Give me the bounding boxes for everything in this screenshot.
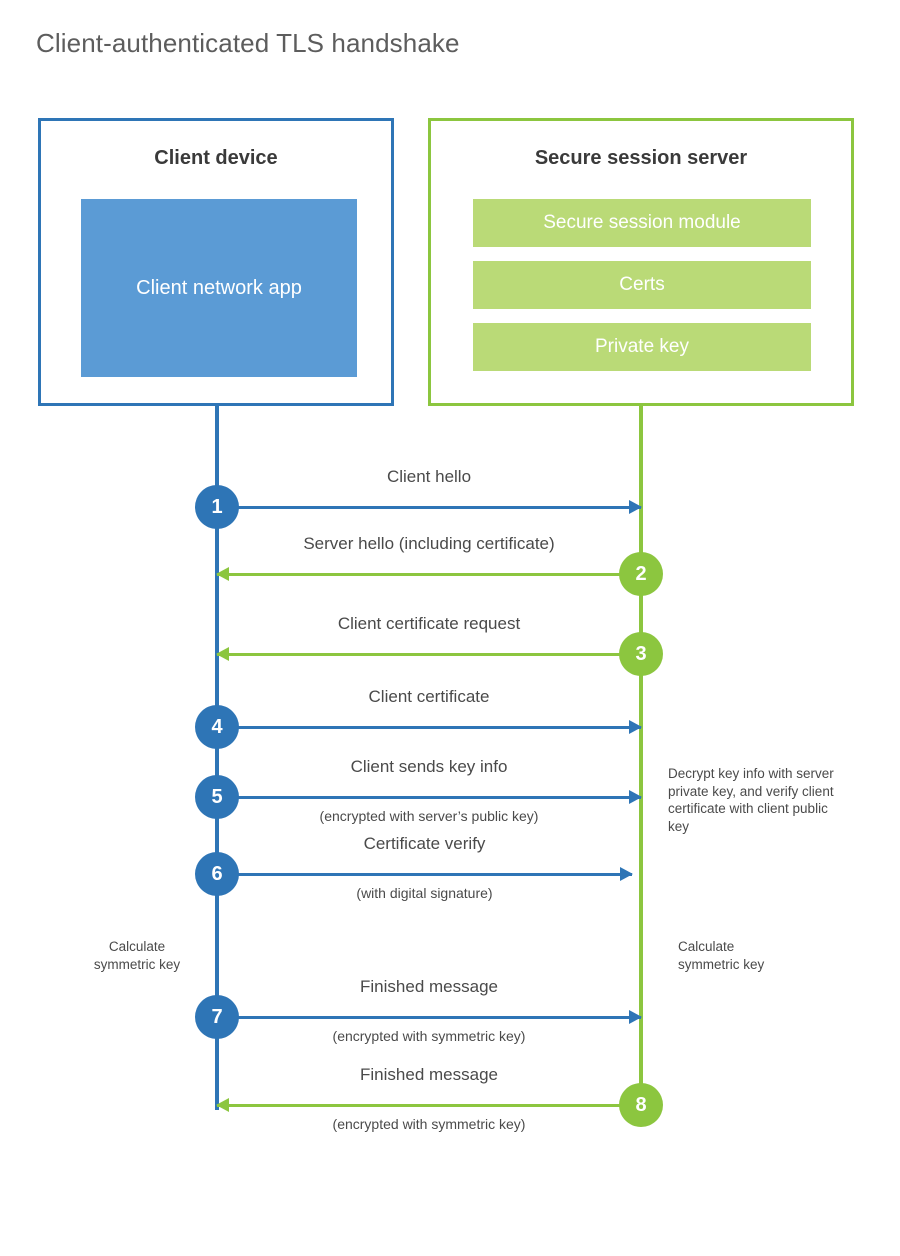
page-title: Client-authenticated TLS handshake — [36, 28, 460, 58]
message-sublabel-8: (encrypted with symmetric key) — [332, 1116, 526, 1132]
arrow-shaft — [217, 1015, 641, 1019]
message-label-8: Finished message — [360, 1065, 498, 1084]
step-marker-3[interactable]: 3 — [619, 632, 663, 676]
arrowhead-right-icon — [629, 790, 642, 804]
arrowhead-right-icon — [629, 500, 642, 514]
arrowhead-left-icon — [216, 1098, 229, 1112]
message-sublabel-7: (encrypted with symmetric key) — [332, 1028, 526, 1044]
message-label-4: Client certificate — [368, 687, 490, 706]
arrowhead-left-icon — [216, 647, 229, 661]
server-lifeline — [639, 404, 643, 1106]
arrowhead-right-icon — [629, 1010, 642, 1024]
message-label-5: Client sends key info — [350, 757, 508, 776]
arrow-shaft — [217, 572, 641, 576]
message-label-6: Certificate verify — [363, 834, 486, 853]
step-marker-7[interactable]: 7 — [195, 995, 239, 1039]
message-sublabel-6: (with digital signature) — [356, 885, 493, 901]
arrow-shaft — [217, 652, 641, 656]
arrow-shaft — [217, 872, 632, 876]
server-block-secure-session-module: Secure session module — [473, 199, 811, 247]
secure-session-server-title: Secure session server — [534, 147, 748, 169]
arrowhead-right-icon — [629, 720, 642, 734]
arrow-shaft — [217, 795, 641, 799]
message-label-7: Finished message — [360, 977, 498, 996]
note-server-calculate-symmetric-key: Calculate symmetric key — [678, 939, 765, 972]
step-marker-4[interactable]: 4 — [195, 705, 239, 749]
step-marker-1[interactable]: 1 — [195, 485, 239, 529]
step-marker-2[interactable]: 2 — [619, 552, 663, 596]
message-sublabel-5: (encrypted with server’s public key) — [319, 808, 539, 824]
message-label-1: Client hello — [386, 467, 472, 486]
arrow-shaft — [217, 725, 641, 729]
note-client-calculate-symmetric-key: Calculate symmetric key — [93, 939, 181, 972]
server-block-certs: Certs — [473, 261, 811, 309]
secure-session-server-box: Secure session server Secure session mod… — [428, 118, 854, 406]
client-device-title: Client device — [154, 147, 278, 169]
client-device-box: Client device Client network app — [38, 118, 394, 406]
arrowhead-right-icon — [620, 867, 633, 881]
message-label-3: Client certificate request — [337, 614, 521, 633]
step-marker-8[interactable]: 8 — [619, 1083, 663, 1127]
step-marker-5[interactable]: 5 — [195, 775, 239, 819]
client-network-app-block: Client network app — [81, 199, 357, 377]
message-label-2: Server hello (including certificate) — [303, 534, 555, 553]
note-server-decrypt: Decrypt key info with server private key… — [668, 766, 834, 834]
client-lifeline — [215, 404, 219, 1110]
arrowhead-left-icon — [216, 567, 229, 581]
server-block-private-key: Private key — [473, 323, 811, 371]
arrow-shaft — [217, 1103, 641, 1107]
arrow-shaft — [217, 505, 641, 509]
step-marker-6[interactable]: 6 — [195, 852, 239, 896]
